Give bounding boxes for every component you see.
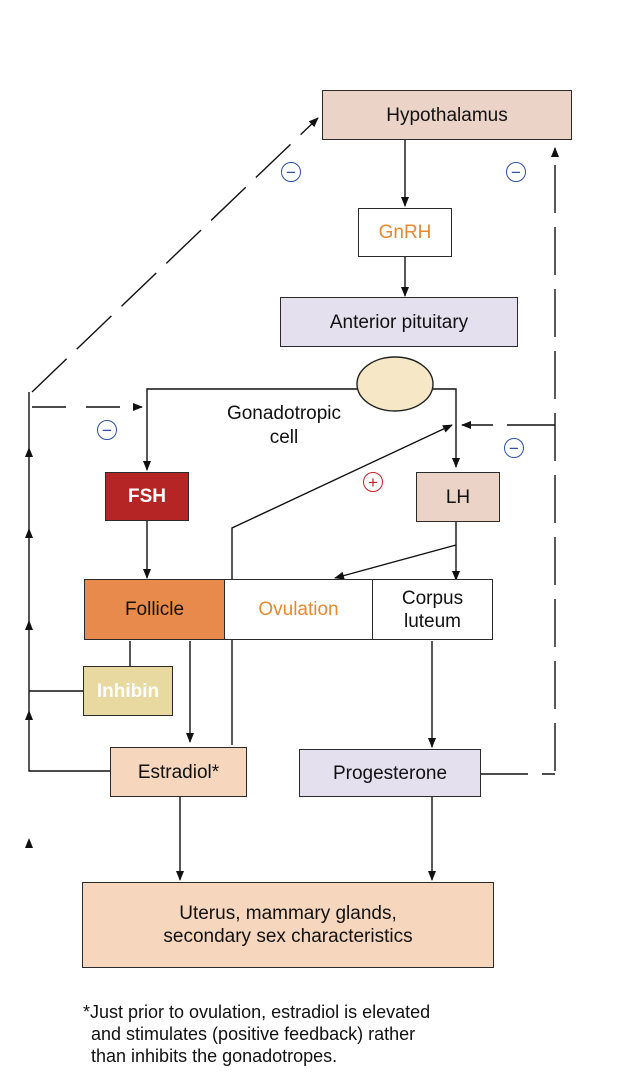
- inhibin-label: Inhibin: [96, 680, 160, 702]
- gonadotropic-cell-line-2: cell: [269, 427, 299, 448]
- estradiol-label: Estradiol*: [137, 761, 220, 783]
- follicle-label: Follicle: [124, 599, 185, 620]
- gnrh-label: GnRH: [378, 222, 432, 243]
- gonadotropic-cell-shape: [356, 356, 434, 412]
- negative-feedback-symbol: −: [504, 438, 524, 458]
- fsh-label: FSH: [128, 486, 166, 507]
- node-ovulation: Ovulation: [224, 579, 373, 640]
- node-anterior-pituitary: Anterior pituitary: [280, 297, 518, 347]
- node-fsh: FSH: [105, 472, 189, 521]
- gonadotropic-cell-label: Gonadotropic cell: [196, 402, 372, 450]
- positive-feedback-symbol: +: [363, 472, 383, 492]
- node-lh: LH: [416, 472, 500, 522]
- node-estradiol: Estradiol*: [110, 747, 247, 797]
- footnote-line-2: and stimulates (positive feedback) rathe…: [91, 1024, 416, 1044]
- negative-feedback-symbol: −: [506, 162, 526, 182]
- hypothalamus-label: Hypothalamus: [386, 104, 508, 126]
- footnote: *Just prior to ovulation, estradiol is e…: [83, 1001, 613, 1067]
- negative-feedback-symbol: −: [97, 420, 117, 440]
- target-tissues-line-1: Uterus, mammary glands,: [179, 903, 397, 924]
- corpus-luteum-line-2: luteum: [403, 610, 462, 632]
- negative-feedback-symbol: −: [281, 162, 301, 182]
- lh-label: LH: [445, 486, 471, 508]
- node-inhibin: Inhibin: [83, 666, 173, 716]
- gonadotropic-cell-line-1: Gonadotropic: [226, 403, 342, 424]
- node-gnrh: GnRH: [358, 208, 452, 257]
- anterior-pituitary-label: Anterior pituitary: [329, 311, 469, 333]
- node-target-tissues: Uterus, mammary glands, secondary sex ch…: [82, 882, 494, 968]
- ovulation-label: Ovulation: [258, 599, 339, 620]
- node-progesterone: Progesterone: [299, 749, 481, 797]
- progesterone-label: Progesterone: [332, 762, 448, 784]
- node-follicle: Follicle: [84, 579, 225, 640]
- footnote-line-3: than inhibits the gonadotropes.: [91, 1046, 338, 1066]
- corpus-luteum-line-1: Corpus: [401, 587, 464, 609]
- target-tissues-line-2: secondary sex characteristics: [163, 926, 413, 947]
- node-corpus-luteum: Corpus luteum: [372, 579, 493, 640]
- node-hypothalamus: Hypothalamus: [322, 90, 572, 140]
- footnote-line-1: *Just prior to ovulation, estradiol is e…: [83, 1002, 431, 1022]
